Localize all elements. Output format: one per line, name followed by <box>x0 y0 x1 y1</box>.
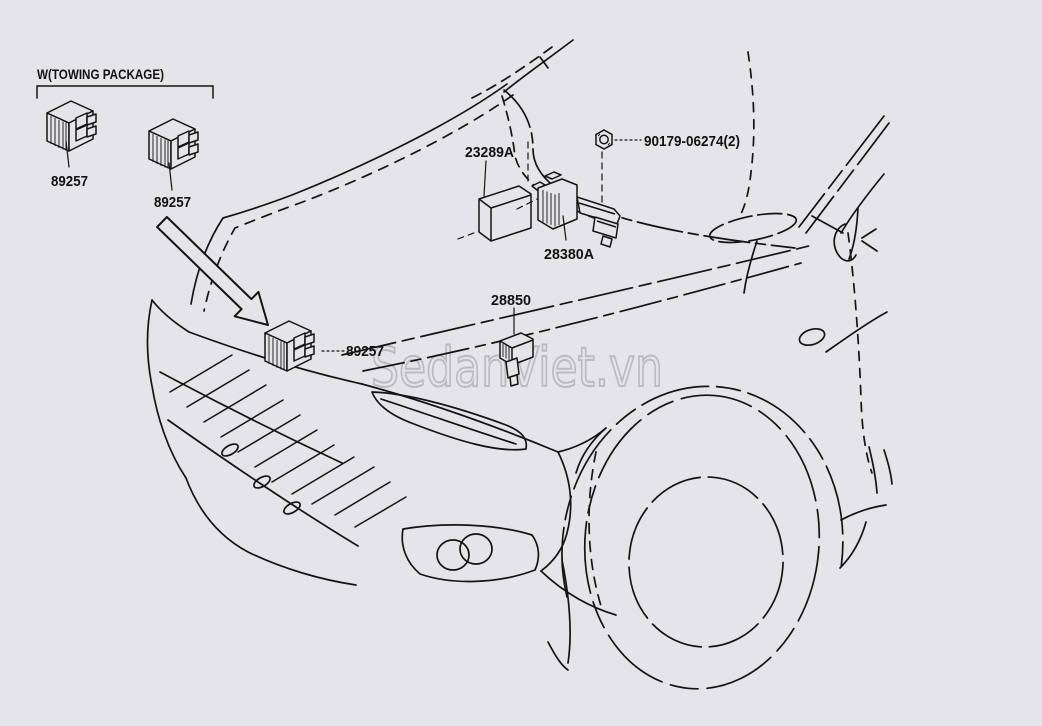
mudguard-1 <box>561 559 571 664</box>
hood-rear-dashed <box>203 94 514 312</box>
mirror-sketch <box>833 207 878 262</box>
part-label-23289A: 23289A <box>465 144 514 161</box>
fascia-left-edge <box>146 299 187 479</box>
arch-rear-up <box>839 521 867 569</box>
roof-tick <box>539 56 549 69</box>
leader-relay-1 <box>65 140 70 168</box>
leader-bracket <box>483 160 487 197</box>
fender-front-down <box>575 427 607 474</box>
headlight-outline <box>371 391 528 451</box>
hood-rear-edge <box>190 83 508 305</box>
windshield-left-pillar <box>503 89 796 249</box>
bumper-band-2 <box>167 419 359 547</box>
leader-relay-2 <box>168 162 173 191</box>
part-label-28850: 28850 <box>491 292 531 309</box>
wiper-line <box>743 240 758 294</box>
fog-lamp-1 <box>436 539 470 571</box>
roof-dashed-line <box>467 46 553 101</box>
bumper-slot-1 <box>221 443 239 457</box>
door-bottom-1 <box>868 446 878 494</box>
rocker-right <box>840 504 887 521</box>
fascia-top-corner <box>151 299 190 333</box>
fog-pocket <box>401 524 540 583</box>
bumper-corner-right <box>540 451 572 572</box>
bumper-band-1 <box>159 371 343 464</box>
windshield-right-edge <box>840 173 885 234</box>
grille-slats <box>169 354 407 528</box>
amplifier-28380A-part <box>531 171 621 248</box>
bumper-slot-3 <box>283 501 301 515</box>
nut-part <box>595 129 613 150</box>
towing-package-bracket <box>36 85 214 99</box>
roof-edge-line <box>503 39 574 93</box>
big-pointer-arrow <box>156 216 269 326</box>
cowl-vent <box>708 212 798 244</box>
car-body-outline <box>190 39 893 521</box>
headlight-inner-line <box>380 398 517 445</box>
leader-amplifier <box>562 215 567 241</box>
relay-towing-2-part <box>148 118 199 170</box>
link-bracket-amp-dashed <box>457 198 538 240</box>
door-crease <box>825 311 888 353</box>
bumper-lower-right <box>540 570 617 616</box>
part-label-28380A: 28380A <box>544 246 594 263</box>
sensor-28850-part <box>499 332 534 387</box>
leader-lines <box>36 85 642 352</box>
windshield-right-dashed <box>739 51 755 217</box>
wheel-arch-flare <box>561 385 844 598</box>
front-wheel <box>561 385 867 690</box>
tire-outline <box>583 394 821 690</box>
part-label-89257-front: 89257 <box>346 343 384 360</box>
nut-hexagon <box>595 129 613 150</box>
fog-lamp-2 <box>459 533 493 565</box>
wheel-rim <box>628 476 784 648</box>
hood-crease-1 <box>341 244 814 356</box>
bracket-23289A-part <box>478 185 532 242</box>
pillar-mirror-tick <box>811 215 844 234</box>
door-handle <box>798 327 826 347</box>
a-pillar-outer <box>798 115 885 228</box>
bumper-bottom <box>185 477 357 586</box>
towing-package-note: W(TOWING PACKAGE) <box>37 67 164 82</box>
hood-crease-2 <box>362 262 802 372</box>
part-label-89257-towing-1: 89257 <box>51 173 88 190</box>
nut-hole <box>599 134 609 145</box>
door-bottom-2 <box>883 449 893 485</box>
relay-front-part <box>264 320 315 372</box>
door-seam-dashed <box>847 232 873 474</box>
labels: W(TOWING PACKAGE) 89257 89257 23289A 901… <box>37 67 740 360</box>
relay-towing-1-part <box>46 100 97 152</box>
fender-front-join <box>557 427 607 453</box>
a-pillar-inner <box>805 122 890 234</box>
wheel-liner-dashed <box>588 451 602 607</box>
hood-shut-line <box>361 383 559 453</box>
bumper-slot-2 <box>253 475 271 489</box>
mudguard-2 <box>547 641 569 671</box>
part-label-89257-towing-2: 89257 <box>154 194 191 211</box>
part-label-90179-06274: 90179-06274(2) <box>644 133 740 150</box>
front-fascia <box>146 299 617 671</box>
